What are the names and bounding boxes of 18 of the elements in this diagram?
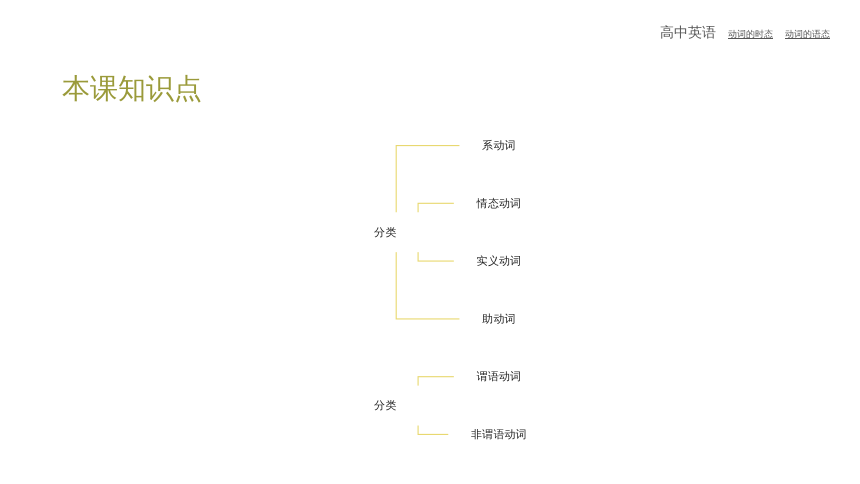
node-text: 谓语动词 <box>476 370 521 384</box>
node-text: 情态动词 <box>476 196 521 210</box>
node-text: 分类 <box>374 398 396 412</box>
node-text: 非谓语动词 <box>470 428 526 441</box>
node-text: 系动词 <box>482 138 516 152</box>
topic-link: 动词的时态 <box>728 28 773 41</box>
connector <box>417 425 448 436</box>
connector <box>395 144 460 213</box>
topic-link: 动词的语态 <box>785 28 830 41</box>
connector <box>417 202 454 213</box>
node-text: 实义动词 <box>476 254 521 268</box>
subject-label: 高中英语 <box>660 24 716 42</box>
node-text: 助动词 <box>482 312 516 326</box>
node-text: 分类 <box>374 225 396 239</box>
slide-title: 本课知识点 <box>62 71 202 107</box>
connector <box>417 252 454 262</box>
connector <box>417 376 454 386</box>
connector <box>395 252 460 320</box>
